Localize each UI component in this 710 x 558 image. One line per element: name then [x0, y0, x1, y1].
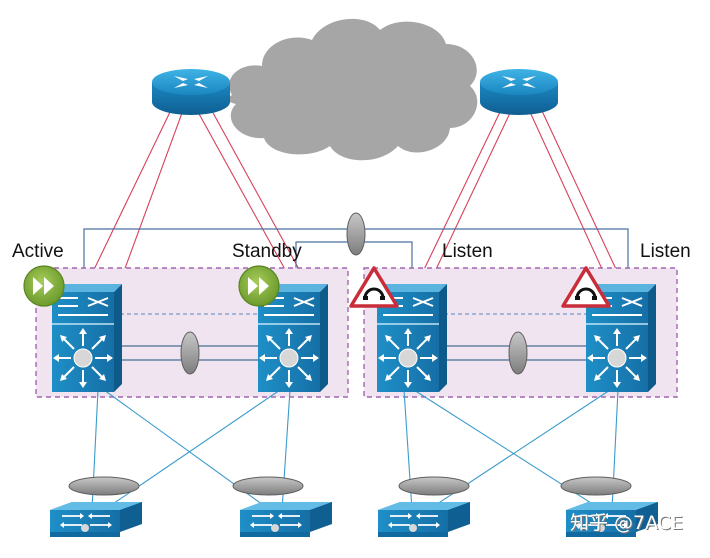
core-switch-icon [51, 283, 123, 393]
peer-link-port-channel-icon [180, 331, 200, 375]
peer-link-port-channel-icon [508, 331, 528, 375]
cloud-icon [227, 18, 478, 161]
forwarding-icon [238, 265, 280, 307]
watermark-shadow: 知乎 @7ACE [571, 513, 684, 535]
port-channel-icon [346, 212, 366, 256]
access-switch-icon [377, 501, 471, 538]
forwarding-icon [23, 265, 65, 307]
access-port-channel-icon [560, 476, 632, 496]
listen-label-right: Listen [640, 241, 691, 262]
listen-label-left: Listen [442, 241, 493, 262]
access-links [91, 389, 619, 511]
access-switch-icon [239, 501, 333, 538]
active-label: Active [12, 241, 64, 262]
access-port-channel-icon [68, 476, 140, 496]
router-icon [480, 69, 558, 115]
access-switch-icon [49, 501, 143, 538]
watermark: 知乎 @7ACE [570, 512, 683, 534]
router-icon [152, 69, 230, 115]
listen-warning-icon [561, 266, 611, 308]
router-uplinks [87, 110, 623, 283]
access-port-channel-icon [398, 476, 470, 496]
access-port-channel-icon [232, 476, 304, 496]
listen-warning-icon [349, 266, 399, 308]
standby-label: Standby [232, 241, 302, 262]
